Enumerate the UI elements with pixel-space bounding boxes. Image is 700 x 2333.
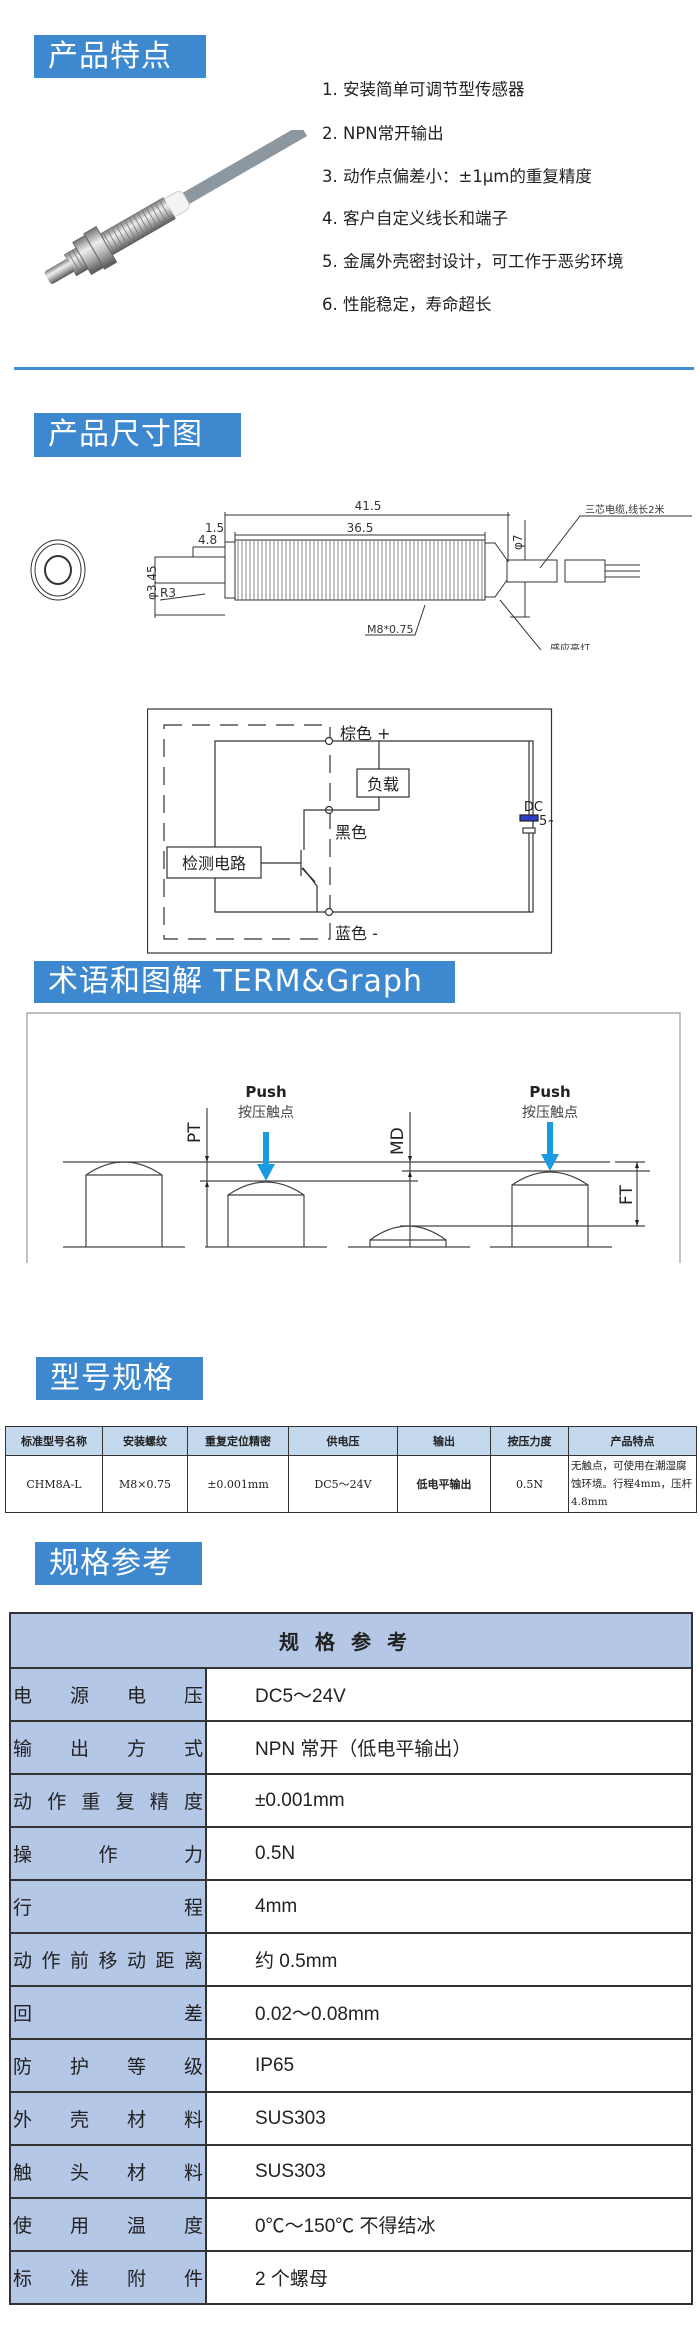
- spec-section-title: 规格参考: [35, 1542, 202, 1585]
- spec-table-header: 规格参考: [9, 1612, 693, 1669]
- spec-label: 输出方式: [9, 1720, 207, 1775]
- thread-label: M8*0.75: [367, 623, 413, 636]
- detect-circuit-label: 检测电路: [182, 854, 246, 873]
- model-section-title: 型号规格: [36, 1357, 203, 1400]
- table-header: 按压力度: [490, 1426, 569, 1456]
- front-view-ring: [30, 539, 86, 601]
- load-label: 负载: [367, 775, 399, 794]
- spec-value: 0.02～0.08mm: [205, 1985, 693, 2040]
- table-header: 输出: [397, 1426, 491, 1456]
- section-divider: [14, 367, 694, 370]
- feature-item: 1. 安装简单可调节型传感器: [322, 80, 525, 99]
- dim-36-5: 36.5: [347, 521, 374, 535]
- spec-value: 约 0.5mm: [205, 1932, 693, 1987]
- spec-label: 触头材料: [9, 2144, 207, 2199]
- dim-41-5: 41.5: [355, 499, 382, 513]
- table-row: CHM8A-L M8×0.75 ±0.001mm DC5～24V 低电平输出 0…: [5, 1455, 697, 1513]
- dim-4-8: 4.8: [198, 533, 217, 547]
- spec-value: 0℃～150℃ 不得结冰: [205, 2197, 693, 2252]
- table-cell: 0.5N: [490, 1455, 569, 1513]
- dim-dia-7: φ7: [511, 534, 525, 550]
- table-cell: DC5～24V: [288, 1455, 398, 1513]
- spec-value: SUS303: [205, 2144, 693, 2199]
- feature-item: 6. 性能稳定，寿命超长: [322, 295, 492, 314]
- press-label-1: 按压触点: [238, 1105, 294, 1121]
- table-header: 标准型号名称: [5, 1426, 103, 1456]
- led-label: 感应亮灯: [550, 642, 590, 650]
- dimension-drawing: 41.5 36.5 1.5 4.8 φ3.45 R3 φ7 M8*0.75 三芯…: [30, 499, 692, 650]
- push-label-1: Push: [245, 1083, 286, 1101]
- table-header: 安装螺纹: [102, 1426, 188, 1456]
- spec-value: 0.5N: [205, 1826, 693, 1881]
- cable-label: 三芯电缆,线长2米: [585, 503, 665, 516]
- table-cell: CHM8A-L: [5, 1455, 103, 1513]
- dc-label: DC: [524, 800, 543, 815]
- spec-value: NPN 常开（低电平输出）: [205, 1720, 693, 1775]
- table-header: 供电压: [288, 1426, 398, 1456]
- dim-dia-3-45: φ3.45: [145, 565, 159, 600]
- push-label-2: Push: [529, 1083, 570, 1101]
- press-label-2: 按压触点: [522, 1105, 578, 1121]
- spec-label: 防护等级: [9, 2038, 207, 2093]
- spec-value: 2 个螺母: [205, 2250, 693, 2305]
- spec-label: 行程: [9, 1879, 207, 1934]
- table-header: 产品特点: [568, 1426, 697, 1456]
- table-row: 动作重复精度±0.001mm: [9, 1773, 693, 1828]
- table-header-row: 标准型号名称 安装螺纹 重复定位精密 供电压 输出 按压力度 产品特点: [5, 1426, 697, 1456]
- spec-value: 4mm: [205, 1879, 693, 1934]
- wiring-diagram: 棕色 + 黑色 蓝色 - 负载 检测电路 DC 5~24V: [147, 708, 553, 954]
- spec-label: 电源电压: [9, 1667, 207, 1722]
- feature-item: 4. 客户自定义线长和端子: [322, 209, 508, 228]
- model-table: 标准型号名称 安装螺纹 重复定位精密 供电压 输出 按压力度 产品特点 CHM8…: [5, 1426, 697, 1513]
- term-graph-diagram: Push 按压触点 Push 按压触点 PT MD FT: [26, 1012, 681, 1263]
- table-cell: M8×0.75: [102, 1455, 188, 1513]
- blue-wire-label: 蓝色 -: [335, 924, 378, 943]
- spec-value: SUS303: [205, 2091, 693, 2146]
- dim-1-5: 1.5: [205, 521, 224, 535]
- spec-label: 使用温度: [9, 2197, 207, 2252]
- spec-value: IP65: [205, 2038, 693, 2093]
- feature-item: 3. 动作点偏差小：±1μm的重复精度: [322, 167, 592, 186]
- table-cell: ±0.001mm: [187, 1455, 289, 1513]
- table-header: 重复定位精密: [187, 1426, 289, 1456]
- md-label: MD: [388, 1127, 408, 1155]
- feature-item: 2. NPN常开输出: [322, 124, 444, 143]
- feature-item: 5. 金属外壳密封设计，可工作于恶劣环境: [322, 252, 624, 271]
- spec-label: 动作前移动距离: [9, 1932, 207, 1987]
- spec-label: 标准附件: [9, 2250, 207, 2305]
- ft-label: FT: [617, 1185, 637, 1205]
- dim-r3: R3: [160, 586, 176, 600]
- spec-label: 操作力: [9, 1826, 207, 1881]
- features-section-title: 产品特点: [34, 35, 206, 78]
- spec-label: 外壳材料: [9, 2091, 207, 2146]
- sensor-product-image: [44, 130, 308, 284]
- spec-value: ±0.001mm: [205, 1773, 693, 1828]
- dimensions-section-title: 产品尺寸图: [34, 413, 241, 457]
- table-row: 动作前移动距离约 0.5mm: [9, 1932, 693, 1987]
- push-arrow-1: [257, 1132, 275, 1181]
- push-arrow-2: [541, 1122, 559, 1171]
- brown-wire-label: 棕色 +: [340, 724, 391, 743]
- voltage-label: 5~24V: [539, 814, 553, 829]
- spec-label: 回差: [9, 1985, 207, 2040]
- pt-label: PT: [185, 1122, 205, 1143]
- term-section-title: 术语和图解 TERM&Graph: [34, 961, 455, 1003]
- black-wire-label: 黑色: [335, 823, 367, 842]
- table-cell: 低电平输出: [397, 1455, 491, 1513]
- spec-value: DC5～24V: [205, 1667, 693, 1722]
- spec-label: 动作重复精度: [9, 1773, 207, 1828]
- table-cell: 无触点，可使用在潮湿腐蚀环境。行程4mm，压杆 4.8mm: [568, 1455, 697, 1513]
